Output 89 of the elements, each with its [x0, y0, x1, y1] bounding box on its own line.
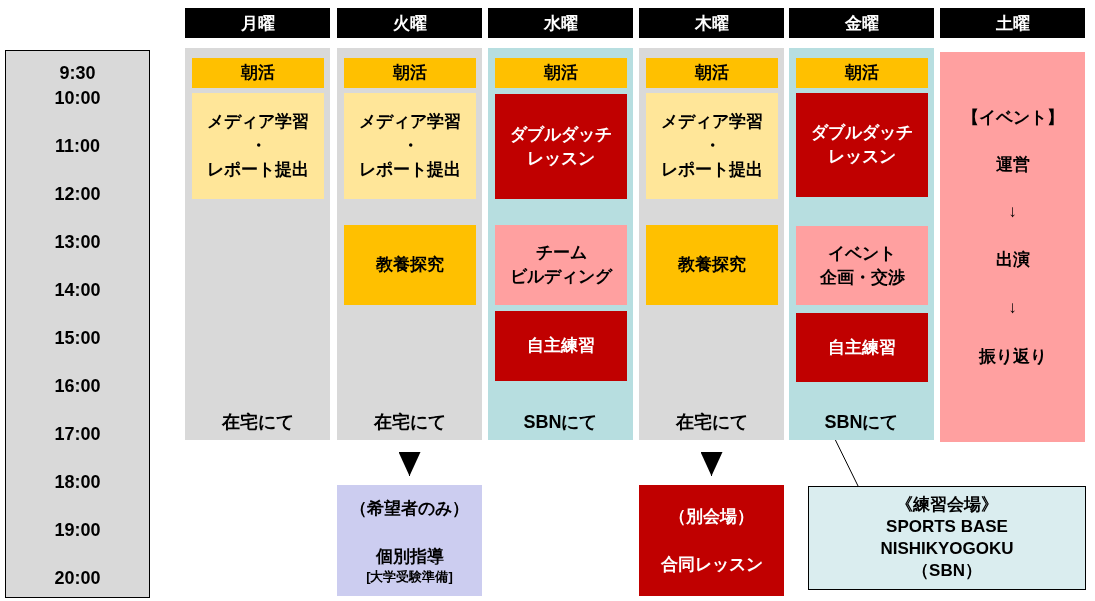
time-label: 13:00: [53, 232, 102, 252]
activity-text: NISHIKYOGOKU: [880, 538, 1014, 560]
leader-line: [834, 439, 859, 487]
time-label: 9:30: [58, 63, 97, 83]
down-arrow: [398, 452, 421, 477]
location-label: 在宅にて: [674, 412, 749, 432]
time-label: 18:00: [53, 472, 102, 492]
activity-text: 朝活: [695, 62, 729, 84]
activity-text: 個別指導: [375, 545, 444, 568]
time-column: [5, 50, 150, 598]
activity-box: [344, 93, 476, 199]
activity-box: [646, 225, 778, 305]
activity-text: （別会場）: [669, 505, 754, 528]
activity-text: SPORTS BASE: [886, 516, 1008, 538]
activity-text: ダブルダッチレッスン: [811, 122, 913, 168]
location-label: SBNにて: [522, 412, 599, 432]
activity-box: [796, 58, 928, 88]
activity-text: ・: [703, 135, 721, 157]
activity-box: [796, 93, 928, 197]
day-header: 水曜: [488, 8, 633, 38]
location-label: SBNにて: [823, 412, 900, 432]
time-label: 16:00: [53, 376, 102, 396]
day-column: [639, 48, 784, 440]
activity-text: [大学受験準備]: [366, 568, 453, 585]
activity-text: メディア学習: [207, 111, 309, 133]
activity-box: [796, 313, 928, 382]
time-label: 10:00: [53, 88, 102, 108]
activity-box: [808, 486, 1086, 590]
day-header: 木曜: [639, 8, 784, 38]
event-step: ↓: [940, 202, 1085, 222]
day-column: [337, 48, 482, 440]
activity-text: レポート提出: [661, 159, 763, 181]
activity-text: （希望者のみ）: [350, 497, 469, 520]
activity-box: [646, 93, 778, 199]
time-label: 17:00: [53, 424, 102, 444]
event-step: 振り返り: [940, 347, 1085, 367]
day-column: [789, 48, 934, 440]
activity-box: [192, 93, 324, 199]
activity-text: ・: [249, 135, 267, 157]
time-label: 15:00: [53, 328, 102, 348]
activity-text: レポート提出: [359, 159, 461, 181]
time-label: 12:00: [53, 184, 102, 204]
location-label: 在宅にて: [220, 412, 295, 432]
day-column: [185, 48, 330, 440]
event-step: ↓: [940, 298, 1085, 318]
activity-text: メディア学習: [661, 111, 763, 133]
activity-text: 朝活: [393, 62, 427, 84]
day-header: 月曜: [185, 8, 330, 38]
day-header: 火曜: [337, 8, 482, 38]
activity-box: [796, 226, 928, 305]
event-step: 【イベント】: [940, 108, 1085, 128]
activity-text: 朝活: [241, 62, 275, 84]
activity-text: 自主練習: [527, 335, 595, 357]
activity-box: [495, 94, 627, 199]
time-label: 14:00: [53, 280, 102, 300]
event-column: [940, 52, 1085, 442]
activity-text: ・: [401, 135, 419, 157]
day-header: 土曜: [940, 8, 1085, 38]
activity-box: [495, 58, 627, 88]
event-step: 出演: [940, 250, 1085, 270]
activity-text: 朝活: [845, 62, 879, 84]
activity-text: 自主練習: [828, 336, 896, 359]
activity-text: 教養探究: [678, 254, 746, 276]
day-column: [488, 48, 633, 440]
time-label: 11:00: [53, 136, 101, 156]
activity-text: チームビルディング: [510, 242, 612, 288]
event-step: 運営: [940, 155, 1085, 175]
activity-box: [344, 225, 476, 305]
activity-text: 朝活: [544, 62, 578, 84]
activity-box: [495, 225, 627, 305]
activity-box: [192, 58, 324, 88]
location-label: 在宅にて: [372, 412, 447, 432]
activity-text: イベント企画・交渉: [819, 242, 905, 289]
activity-box: [646, 58, 778, 88]
activity-box: [639, 485, 784, 596]
activity-text: 《練習会場》: [896, 494, 998, 516]
down-arrow: [700, 452, 723, 477]
activity-text: 合同レッスン: [660, 553, 763, 576]
time-label: 19:00: [53, 520, 102, 540]
activity-box: [495, 311, 627, 381]
activity-text: ダブルダッチレッスン: [510, 123, 612, 170]
activity-box: [344, 58, 476, 88]
day-header: 金曜: [789, 8, 934, 38]
activity-text: （SBN）: [912, 560, 982, 582]
activity-text: 教養探究: [376, 254, 444, 276]
activity-box: [337, 485, 482, 596]
activity-text: レポート提出: [207, 159, 309, 181]
activity-text: メディア学習: [359, 111, 461, 133]
time-label: 20:00: [53, 568, 102, 588]
